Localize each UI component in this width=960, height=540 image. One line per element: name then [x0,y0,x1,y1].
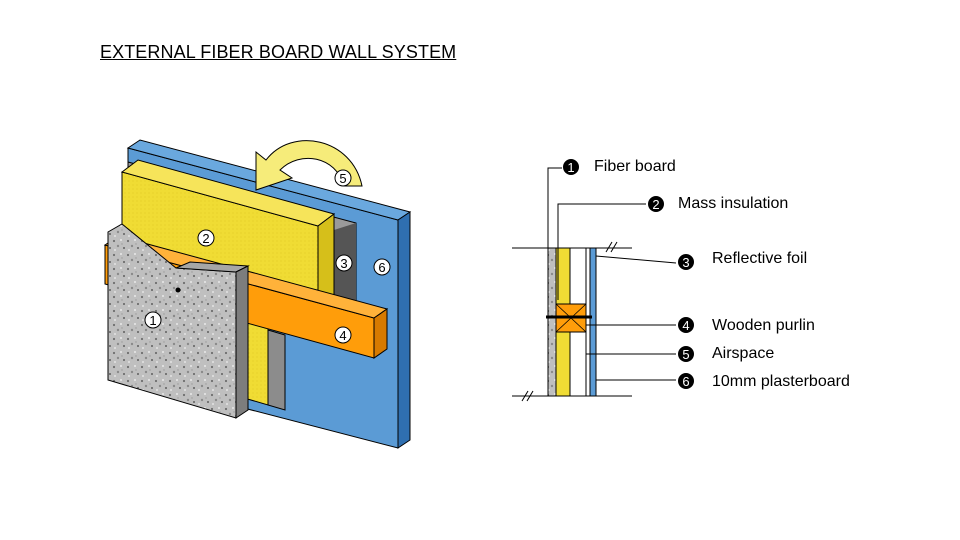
marker-6-3d: 6 [373,258,391,276]
svg-text:4: 4 [682,318,689,333]
svg-text:4: 4 [339,328,346,343]
svg-text:5: 5 [339,171,346,186]
foil-lower [267,329,286,411]
isometric-wall [103,139,412,449]
purlin-side [373,308,388,359]
legend-label-plasterboard: 10mm plasterboard [712,373,850,390]
leader-2 [557,203,646,300]
svg-text:3: 3 [340,256,347,271]
svg-text:1: 1 [149,313,156,328]
legend-label-fiber-board: Fiber board [594,158,676,175]
fiber-board-side [235,265,249,419]
svg-text:5: 5 [682,347,689,362]
svg-text:2: 2 [652,197,659,212]
leader-1 [547,167,562,248]
legend-marker-5: 5 [678,346,694,362]
legend-marker-6: 6 [678,373,694,389]
svg-text:1: 1 [567,160,574,175]
legend-marker-1: 1 [563,159,579,175]
legend-label-reflective-foil: Reflective foil [712,250,808,267]
legend-label-mass-insulation: Mass insulation [678,195,789,212]
marker-5-3d: 5 [334,169,352,187]
section-view [512,167,677,402]
svg-text:6: 6 [682,374,689,389]
svg-text:6: 6 [378,260,385,275]
leader-3 [595,255,677,264]
legend-label-wooden-purlin: Wooden purlin [712,317,815,334]
fiber-board-nail [175,287,181,293]
svg-text:2: 2 [202,231,209,246]
page-title: EXTERNAL FIBER BOARD WALL SYSTEM [100,42,457,62]
section-fiber-board [547,247,557,397]
curved-arrow-icon [255,140,363,191]
legend-marker-3: 3 [678,254,694,270]
marker-1-3d: 1 [144,311,162,329]
legend-marker-2: 2 [648,196,664,212]
break-line-icon [521,241,618,402]
marker-2-3d: 2 [197,229,215,247]
legend-marker-4: 4 [678,317,694,333]
svg-text:3: 3 [682,255,689,270]
marker-3-3d: 3 [335,254,353,272]
legend-label-airspace: Airspace [712,345,775,362]
marker-4-3d: 4 [334,326,352,344]
plasterboard-side [397,211,411,449]
section-plasterboard [589,247,597,397]
